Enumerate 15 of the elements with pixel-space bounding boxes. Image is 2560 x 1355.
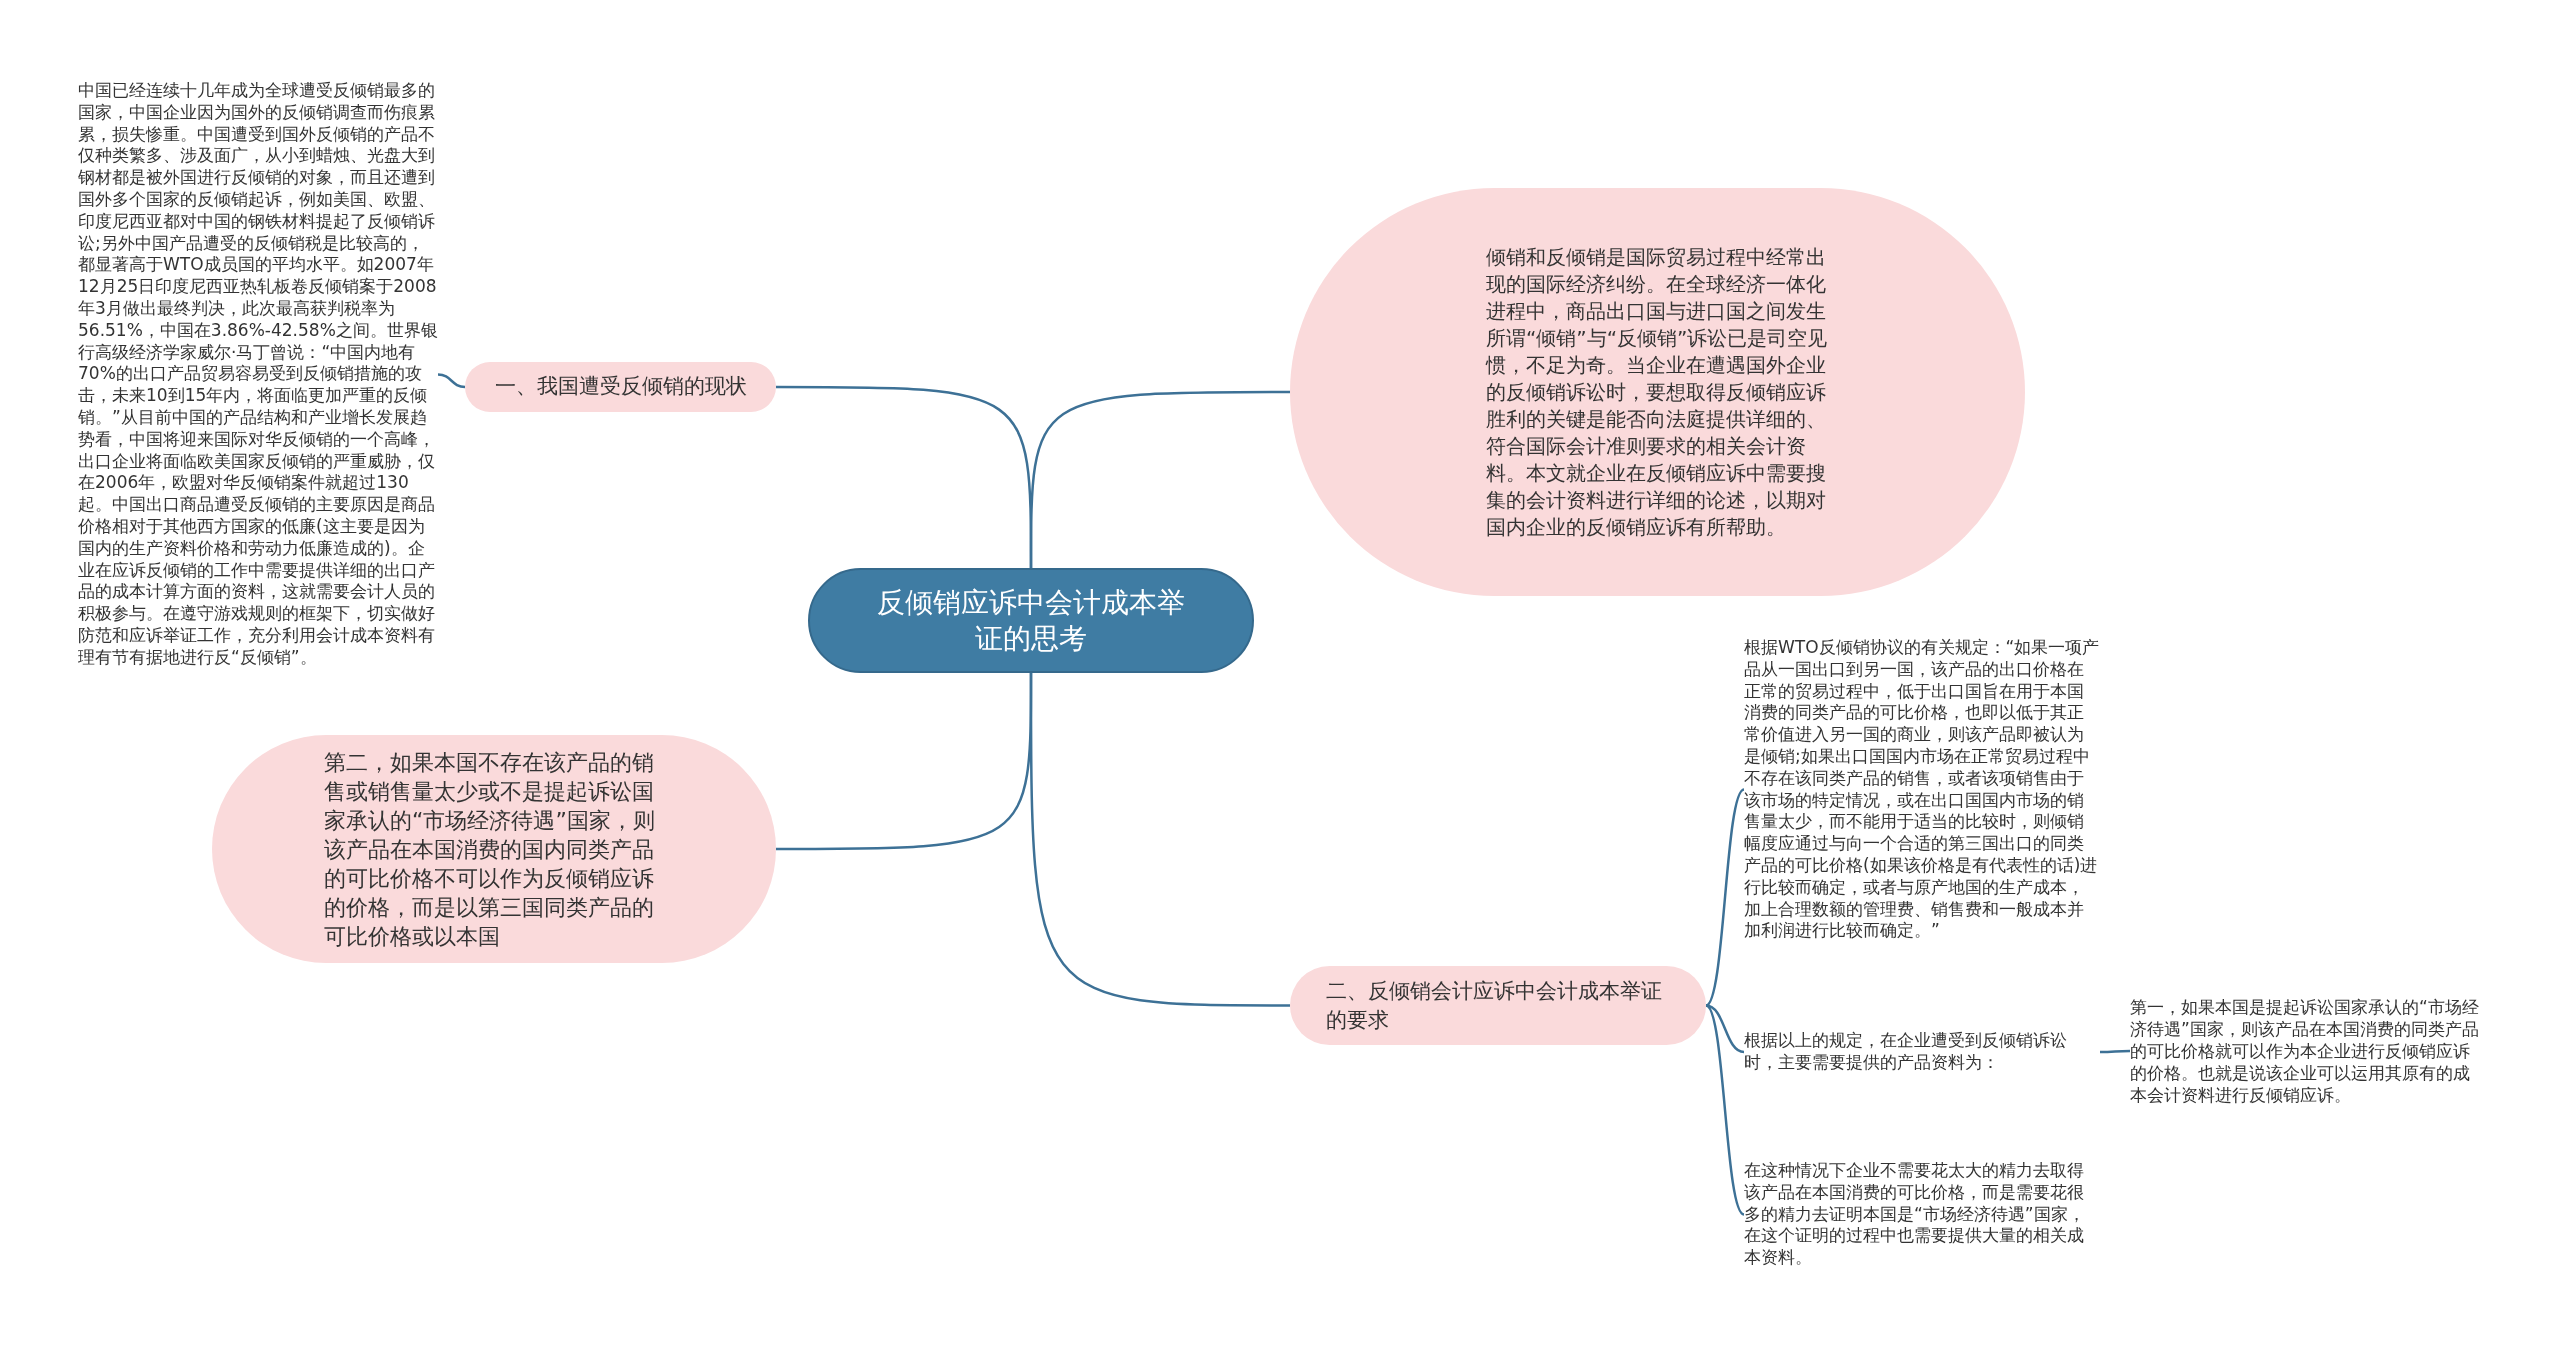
- branch-pill: 一、我国遭受反倾销的现状: [465, 362, 776, 412]
- note-text: 根据以上的规定，在企业遭受到反倾销诉讼时，主要需要提供的产品资料为：: [1744, 1030, 2100, 1074]
- connector-line: [2100, 1049, 2130, 1054]
- connector-line: [437, 373, 466, 389]
- connector-line: [1705, 788, 1745, 1007]
- connector-line: [1029, 673, 1290, 1007]
- note-text: 中国已经连续十几年成为全球遭受反倾销最多的国家，中国企业因为国外的反倾销调查而伤痕累累，损失惨重。中国遭受到国外反倾销的产品不仅种类繁多、涉及面广，从小到蜡烛、光盘大到钢材都是被外国进行反倾销的对象，而且还遭到国外多个国家的反倾销起诉，例如美国、欧盟、印度尼西亚都对中国的钢铁材料提起了反倾销诉讼;另外中国产品遭受的反倾销税是比较高的，都显著高于WTO成员国的平均水平。如2007年12月25日印度尼西亚热轧板卷反倾销案于2008年3月做出最终判决，此次最高获判税率为56.51%，中国在3.86%-42.58%之间。世界银行高级经济学家威尔·马丁曾说：“中国内地有70%的出口产品贸易容易受到反倾销措施的攻击，未来10到15年内，将面临更加严重的反倾销。”从目前中国的产品结构和产业增长发展趋势看，中国将迎来国际对华反倾销的一个高峰，出口企业将面临欧美国家反倾销的严重威胁，仅在2006年，欧盟对华反倾销案件就超过130起。中国出口商品遭受反倾销的主要原因是商品价格相对于其他西方国家的低廉(这主要是因为国内的生产资料价格和劳动力低廉造成的)。企业在应诉反倾销的工作中需要提供详细的出口产品的成本计算方面的资料，这就需要会计人员的积极参与。在遵守游戏规则的框架下，切实做好防范和应诉举证工作，充分利用会计成本资料有理有节有据地进行反“反倾销”。: [78, 80, 438, 669]
- note-text: 根据WTO反倾销协议的有关规定：“如果一项产品从一国出口到另一国，该产品的出口价格在正常的贸易过程中，低于出口国旨在用于本国消费的同类产品的可比价格，也即以低于其正常价值进入另一国的商业，则该产品即被认为是倾销;如果出口国国内市场在正常贸易过程中不存在该同类产品的销售，或者该项销售由于该市场的特定情况，或在出口国国内市场的销售量太少，而不能用于适当的比较时，则倾销幅度应通过与向一个合适的第三国出口的同类产品的可比价格(如果该价格是有代表性的话)进行比较而确定，或者与原产地国的生产成本，加上合理数额的管理费、销售费和一般成本并加利润进行比较而确定。”: [1744, 637, 2100, 943]
- note-text: 第一，如果本国是提起诉讼国家承认的“市场经济待遇”国家，则该产品在本国消费的同类产品的可比价格就可以作为本企业进行反倾销应诉的价格。也就是说该企业可以运用其原有的成本会计资料进行反倾销应诉。: [2130, 996, 2486, 1106]
- central-topic-pill: 反倾销应诉中会计成本举证的思考: [808, 568, 1254, 673]
- connector-line: [1705, 1004, 1745, 1216]
- branch-pill: 二、反倾销会计应诉中会计成本举证的要求: [1290, 966, 1706, 1045]
- connector-line: [1705, 1004, 1745, 1054]
- connector-line: [1029, 390, 1290, 568]
- note-text: 在这种情况下企业不需要花太大的精力去取得该产品在本国消费的可比价格，而是需要花很多的精力去证明本国是“市场经济待遇”国家，在这个证明的过程中也需要提供大量的相关成本资料。: [1744, 1160, 2100, 1269]
